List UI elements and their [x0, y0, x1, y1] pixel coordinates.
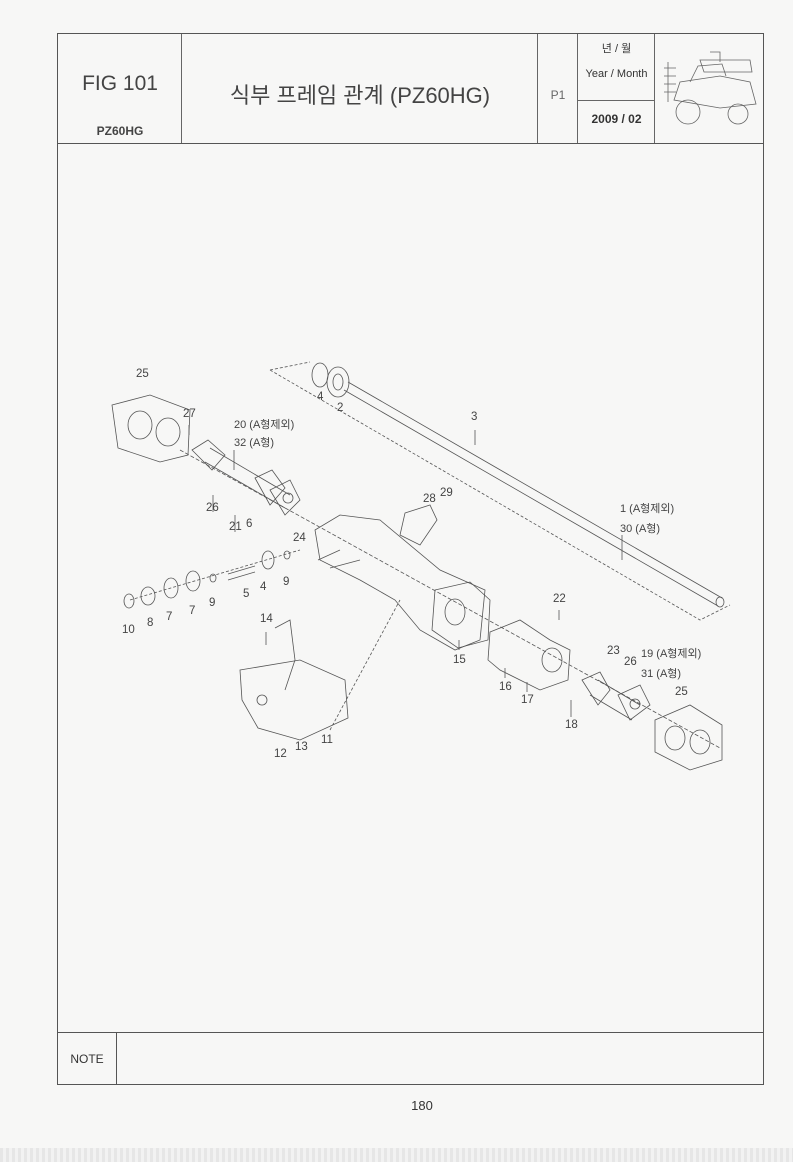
- callout-21: 21: [229, 521, 242, 533]
- note-label: NOTE: [58, 1033, 117, 1085]
- callout-26: 26: [206, 502, 219, 514]
- note-row: NOTE: [58, 1032, 763, 1085]
- callout-24: 24: [293, 532, 306, 544]
- callout-31: 31 (A형): [641, 668, 682, 680]
- callout-27: 27: [183, 408, 196, 420]
- callout-5: 5: [243, 588, 250, 600]
- callout-8: 8: [147, 617, 154, 629]
- callout-26b: 26: [624, 656, 637, 668]
- callout-23: 23: [607, 645, 620, 657]
- callout-9: 9: [283, 576, 290, 588]
- callout-1: 1 (A형제외): [620, 503, 675, 515]
- callout-29: 29: [440, 487, 453, 499]
- date-value: 2009 / 02: [591, 112, 642, 126]
- year-month-kr: 년 / 월: [601, 43, 632, 55]
- page-code: P1: [550, 88, 566, 102]
- model-name: PZ60HG: [96, 124, 144, 138]
- callout-7b: 7: [166, 611, 173, 623]
- callout-25b: 25: [675, 686, 688, 698]
- callout-28: 28: [423, 493, 436, 505]
- callout-7: 7: [189, 605, 196, 617]
- page-number: 180: [411, 1098, 433, 1113]
- callout-20: 20 (A형제외): [234, 419, 295, 431]
- callout-17: 17: [521, 694, 534, 706]
- callout-3: 3: [471, 411, 478, 423]
- callout-2: 2: [337, 402, 344, 414]
- callout-18: 18: [565, 719, 578, 731]
- callout-12: 12: [274, 748, 287, 760]
- date-cell: [578, 34, 655, 143]
- callout-13: 13: [295, 741, 308, 753]
- callout-15: 15: [453, 654, 466, 666]
- callout-22: 22: [553, 593, 566, 605]
- year-month-header: 년 / 월 Year / Month: [578, 34, 655, 101]
- header-divider: [58, 143, 763, 144]
- callout-19: 19 (A형제외): [641, 648, 702, 660]
- callout-11: 11: [321, 734, 333, 746]
- callout-6: 6: [246, 518, 253, 530]
- scan-edge: [0, 1148, 793, 1162]
- title-cell: [182, 34, 538, 143]
- callout-25: 25: [136, 368, 149, 380]
- callout-16: 16: [499, 681, 512, 693]
- long-shaft: [343, 381, 723, 607]
- year-month-en: Year / Month: [585, 68, 648, 80]
- page-frame: FIG 101 PZ60HG 식부 프레임 관계 (PZ60HG) P1 년 /…: [57, 33, 764, 1085]
- callout-30: 30 (A형): [620, 523, 661, 535]
- callout-4: 4: [317, 391, 324, 403]
- page-title: 식부 프레임 관계 (PZ60HG): [229, 83, 491, 108]
- callout-4b: 4: [260, 581, 267, 593]
- figure-number: FIG 101: [82, 72, 158, 95]
- rice-transplanter-icon: [664, 51, 757, 125]
- callout-9b: 9: [209, 597, 216, 609]
- fig-cell: [58, 34, 182, 143]
- callout-32: 32 (A형): [234, 437, 275, 449]
- callout-14: 14: [260, 613, 273, 625]
- page-code-cell: [538, 34, 578, 143]
- callout-10: 10: [122, 624, 135, 636]
